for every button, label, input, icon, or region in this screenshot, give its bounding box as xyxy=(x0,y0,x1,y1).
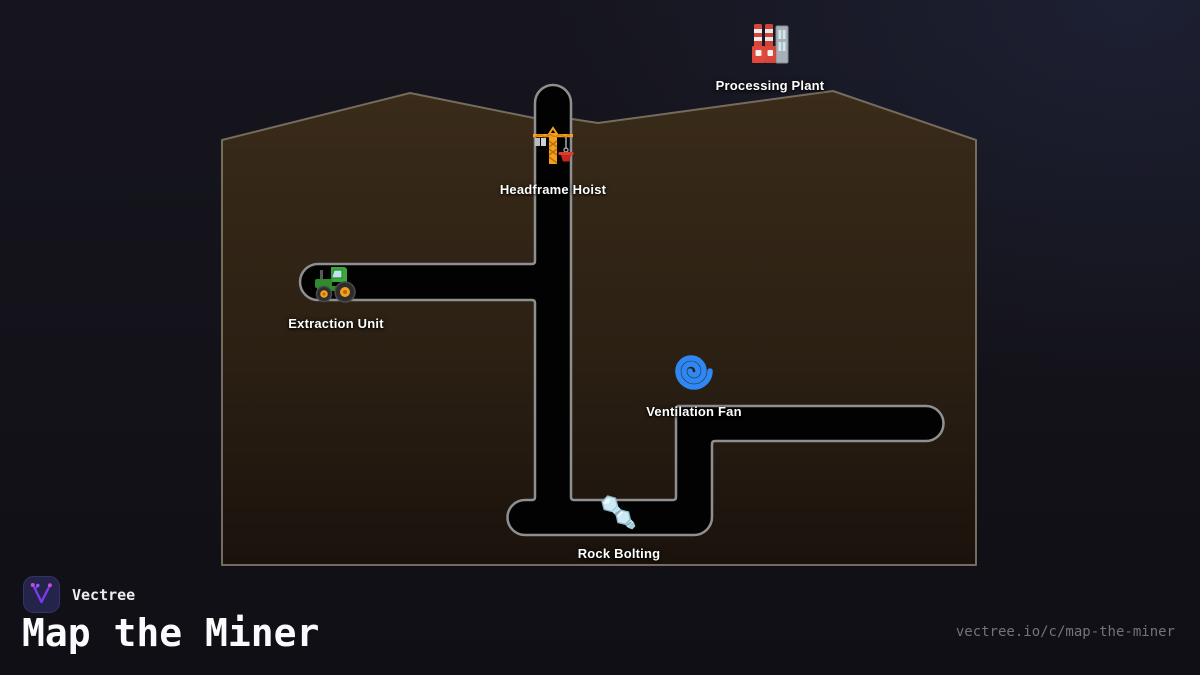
vectree-logo-icon xyxy=(23,576,60,613)
tractor-icon xyxy=(313,259,359,305)
cyclone-icon xyxy=(672,349,716,393)
node-label: Rock Bolting xyxy=(577,546,661,561)
brand-row: Vectree xyxy=(23,576,135,613)
bolt-icon xyxy=(597,491,641,535)
node-label: Processing Plant xyxy=(715,78,825,93)
map-node-processing-plant[interactable]: Processing Plant xyxy=(670,21,870,93)
map-node-rock-bolting[interactable]: Rock Bolting xyxy=(519,491,719,561)
page-title: Map the Miner xyxy=(22,611,320,655)
node-label: Headframe Hoist xyxy=(499,182,607,197)
factory-icon xyxy=(747,21,793,67)
page-url: vectree.io/c/map-the-miner xyxy=(955,624,1175,640)
node-label: Ventilation Fan xyxy=(646,404,742,419)
map-node-headframe-hoist[interactable]: Headframe Hoist xyxy=(453,125,653,197)
map-node-ventilation-fan[interactable]: Ventilation Fan xyxy=(594,349,794,419)
node-label: Extraction Unit xyxy=(288,316,384,331)
terrain xyxy=(221,90,977,566)
tunnel-network xyxy=(298,83,945,537)
crane-icon xyxy=(530,125,576,171)
brand-name: Vectree xyxy=(72,585,136,604)
map-node-extraction-unit[interactable]: Extraction Unit xyxy=(236,259,436,331)
